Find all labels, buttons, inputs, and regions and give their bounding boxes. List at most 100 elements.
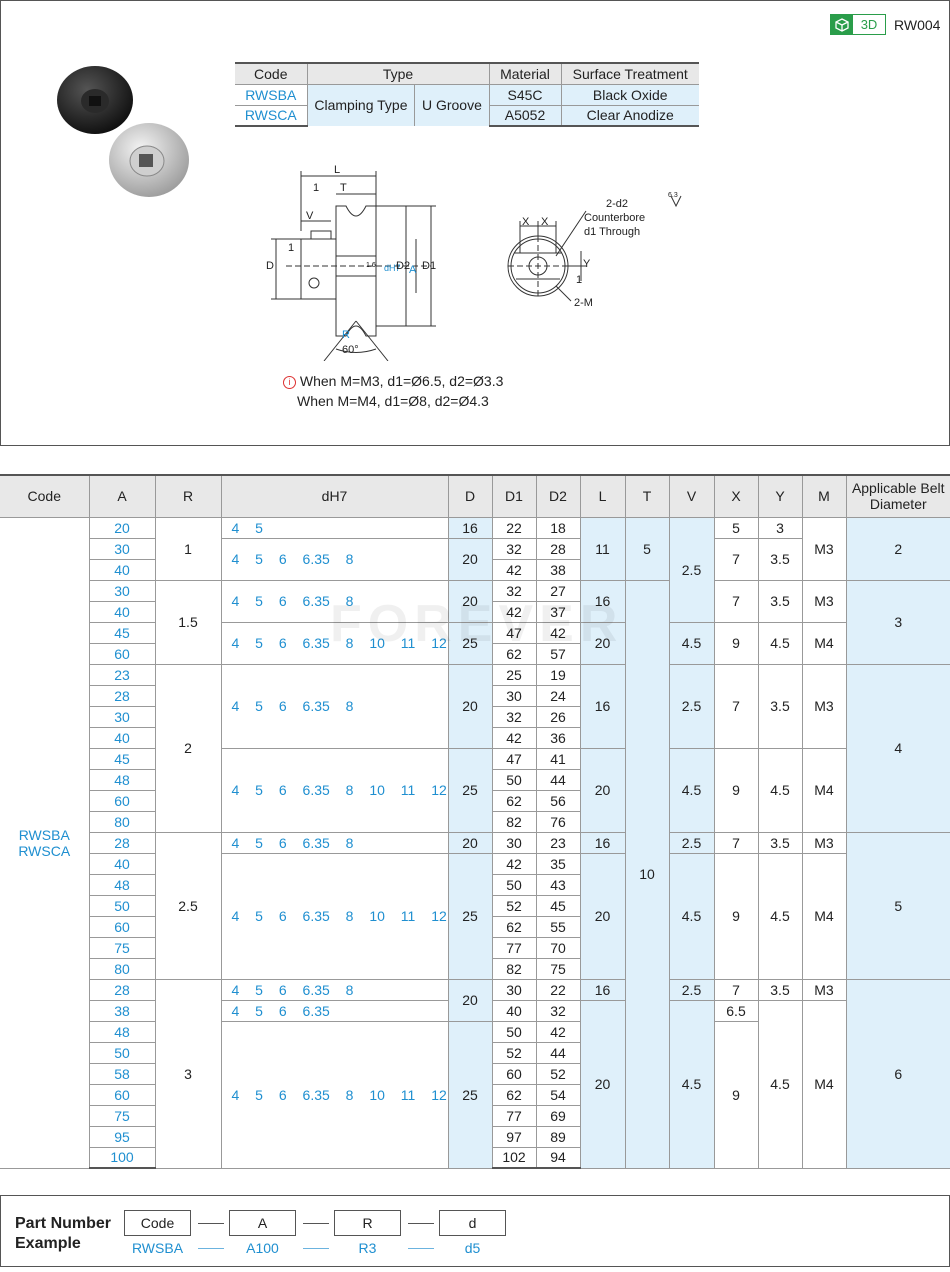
cell-D2: 44 [535,1041,580,1064]
cell-A[interactable]: 80 [89,810,156,833]
cell-Y: 4.5 [757,999,803,1169]
cell-V: 2.5 [668,831,715,854]
cell-M: M3 [801,516,847,581]
cell-A[interactable]: 48 [89,1020,156,1043]
cell-A[interactable]: 45 [89,747,156,770]
cell-A[interactable]: 30 [89,705,156,728]
hole-label: d1 Through [584,226,640,238]
cell-d[interactable]: 4 5 [220,516,449,539]
cell-A[interactable]: 23 [89,663,156,686]
cell-V: 4.5 [668,852,715,980]
cell-A[interactable]: 60 [89,642,156,665]
cell-d[interactable]: 4 5 6 6.35 [220,999,449,1022]
cell-Y: 3 [757,516,803,539]
spec-treatment: Clear Anodize [560,104,699,127]
roughness-mark: 1.6 [366,262,376,269]
col-V: V [668,474,715,518]
cell-A[interactable]: 60 [89,1083,156,1106]
dim-D: D [266,260,274,272]
cell-A[interactable]: 80 [89,957,156,980]
cell-A[interactable]: 30 [89,579,156,602]
col-M: M [801,474,847,518]
cell-D2: 69 [535,1104,580,1127]
spec-header-type: Type [306,62,489,84]
dim-X: X [541,216,549,228]
spec-code-link[interactable]: RWSCA [235,104,307,127]
cell-d[interactable]: 4 5 6 6.35 8 10 11 12 [220,1020,449,1169]
note-line: When M=M3, d1=Ø6.5, d2=Ø3.3 [299,373,504,389]
3d-model-button[interactable]: 3D [830,14,886,35]
spec-material: S45C [488,83,561,105]
cell-D2: 19 [535,663,581,686]
cell-A[interactable]: 50 [89,1041,156,1064]
cell-D: 20 [447,663,493,749]
cell-A[interactable]: 75 [89,936,156,959]
col-Y: Y [757,474,803,518]
dim-V: V [306,210,314,222]
cell-D1: 52 [491,1041,537,1064]
cell-Y: 4.5 [757,621,803,665]
cell-d[interactable]: 4 5 6 6.35 8 10 11 12 [220,852,449,980]
cell-A[interactable]: 60 [89,915,156,938]
cell-belt: 5 [845,831,950,980]
cell-A[interactable]: 48 [89,768,156,791]
cell-A[interactable]: 100 [89,1146,156,1169]
cell-A[interactable]: 40 [89,600,156,623]
pn-example-R: R3 [358,1240,377,1256]
cell-A[interactable]: 40 [89,852,156,875]
cell-d[interactable]: 4 5 6 6.35 8 [220,579,449,623]
cell-A[interactable]: 95 [89,1125,156,1148]
cell-L: 20 [579,621,626,665]
dim-one: 1 [576,274,582,286]
cell-D1: 32 [491,705,537,728]
cell-A[interactable]: 28 [89,978,156,1001]
cell-D2: 41 [535,747,581,770]
dim-Y: Y [583,258,591,270]
cell-A[interactable]: 30 [89,537,156,560]
cell-D1: 60 [491,1062,537,1085]
cell-A[interactable]: 40 [89,726,156,749]
cell-d[interactable]: 4 5 6 6.35 8 [220,978,449,1001]
cell-A[interactable]: 45 [89,621,156,644]
cell-M: M4 [801,747,846,833]
cell-A[interactable]: 38 [89,999,156,1022]
cell-A[interactable]: 40 [89,558,156,581]
cell-A[interactable]: 20 [88,516,156,539]
cell-L: 20 [579,852,626,980]
spec-code-link[interactable]: RWSBA [235,83,307,105]
dim-one: 1 [288,242,294,254]
cell-d[interactable]: 4 5 6 6.35 8 [220,663,449,749]
cell-D1: 82 [491,810,537,833]
cell-A[interactable]: 28 [89,831,156,854]
cell-D1: 62 [491,1083,537,1106]
dim-D1: D1 [422,260,436,272]
part-number-title: Part Number Example [15,1215,112,1252]
pn-field-A: A [229,1210,296,1236]
cell-d[interactable]: 4 5 6 6.35 8 10 11 12 [220,747,449,833]
cell-A[interactable]: 48 [89,873,156,896]
cell-A[interactable]: 60 [89,789,156,812]
cell-X: 7 [713,663,759,749]
cell-D: 20 [447,537,493,581]
cell-D: 25 [447,852,493,980]
cell-d[interactable]: 4 5 6 6.35 8 [220,831,449,854]
cell-X: 9 [713,747,759,833]
cell-D2: 76 [535,810,580,833]
3d-label: 3D [860,17,878,32]
cell-A[interactable]: 50 [89,894,156,917]
cell-R: 3 [154,978,222,1169]
cell-A[interactable]: 75 [89,1104,156,1127]
cell-A[interactable]: 58 [89,1062,156,1085]
cell-d[interactable]: 4 5 6 6.35 8 [220,537,449,581]
cell-A[interactable]: 28 [89,684,156,707]
cell-T: 10 [624,579,670,1169]
